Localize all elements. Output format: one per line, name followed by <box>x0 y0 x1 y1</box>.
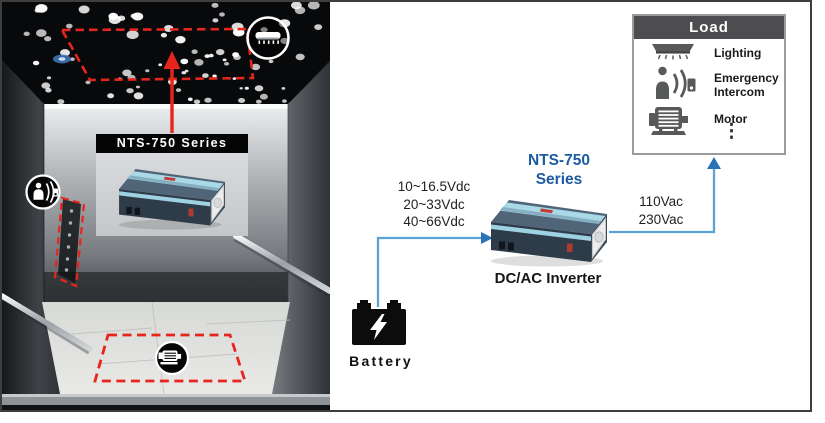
ceiling-highlight <box>59 27 255 82</box>
product-name: NTS-750 Series <box>527 152 591 188</box>
output-voltage: 110Vac <box>639 194 683 209</box>
input-voltage: 10~16.5Vdc <box>397 179 471 194</box>
ceiling-pointer-arrow <box>163 51 181 133</box>
lightning-bolt-icon <box>370 314 387 340</box>
control-panel-buttons <box>64 209 74 272</box>
floor-motor-icon <box>154 340 190 376</box>
photo-product-banner: NTS-750 Series <box>96 134 248 153</box>
more-loads-indicator: ⋮ <box>722 121 741 142</box>
floor-highlight <box>93 333 247 383</box>
right-handrail <box>233 233 330 294</box>
control-panel <box>58 199 81 283</box>
emergency-intercom-icon <box>656 66 696 99</box>
inverter-caption: DC/AC Inverter <box>494 270 602 287</box>
load-item-label: Motor <box>714 112 748 126</box>
input-voltage-list: 10~16.5Vdc 20~33Vdc 40~66Vdc <box>370 178 498 231</box>
battery-label: Battery <box>349 353 413 369</box>
elevator-photo <box>2 2 330 410</box>
battery-icon <box>352 300 406 345</box>
motor-icon <box>649 107 688 135</box>
ac-output-arrowhead <box>707 157 721 169</box>
intercom-icon <box>25 174 61 210</box>
ceiling-lights <box>23 2 323 104</box>
ceiling-cove-light <box>42 101 290 109</box>
dc-input-line <box>376 236 481 307</box>
left-handrail <box>2 293 93 352</box>
photo-inverter-panel <box>96 153 248 236</box>
back-wall-band <box>42 272 290 304</box>
load-box-header: Load <box>634 16 784 39</box>
control-panel-highlight <box>53 196 86 288</box>
load-item-label: Lighting <box>714 46 762 60</box>
frame: NTS-750 Series 10~16.5Vdc 20~33Vdc 40~66… <box>0 0 812 412</box>
lighting-icon <box>652 44 694 60</box>
dc-ac-inverter-illustration <box>491 200 607 267</box>
inverter-product-image-small <box>108 158 236 236</box>
inverter-product-image <box>479 188 619 268</box>
load-item-label: Emergency Intercom <box>714 71 779 99</box>
load-box: Load Lighting Emergency Intercom <box>632 14 786 155</box>
right-wall <box>264 62 330 410</box>
left-wall <box>2 54 76 410</box>
ceiling <box>2 2 330 104</box>
ceiling-light-icon <box>246 16 290 60</box>
input-voltage: 20~33Vdc <box>403 196 465 212</box>
dc-ac-inverter-illustration <box>119 168 225 230</box>
output-voltage-list: 110Vac 230Vac <box>625 193 697 229</box>
input-voltage: 40~66Vdc <box>403 214 465 229</box>
output-voltage: 230Vac <box>638 212 684 227</box>
